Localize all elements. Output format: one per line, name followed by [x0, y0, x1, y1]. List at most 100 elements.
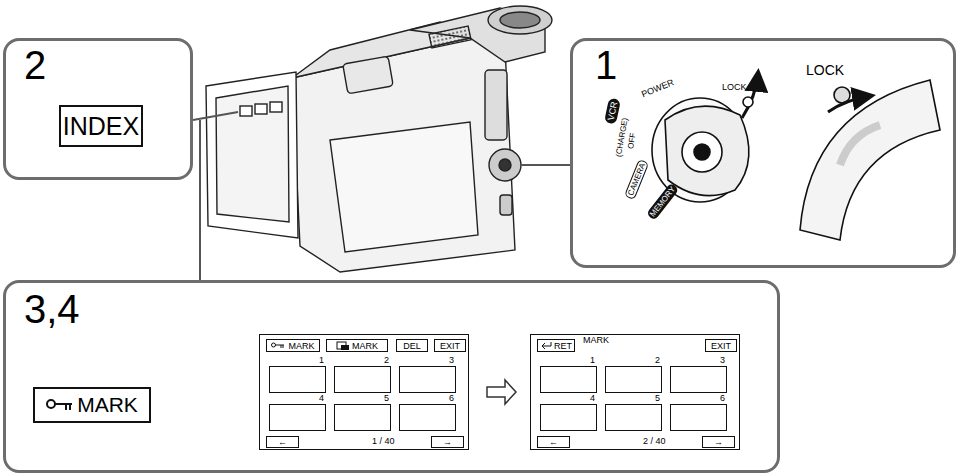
thumbnail: 2: [334, 366, 391, 393]
leader-lines: [193, 112, 570, 280]
switch-label: POWER: [640, 77, 675, 99]
node-text: 6: [720, 393, 725, 403]
leader-line: [521, 164, 570, 166]
node-text: 4: [319, 393, 324, 403]
node-text: 1: [590, 355, 595, 365]
thumbnail: 3: [670, 366, 727, 393]
thumbnail: 2: [605, 366, 662, 393]
thumbnail: 6: [670, 404, 727, 431]
leader-line: [193, 112, 238, 120]
screen-button: RET: [537, 339, 575, 352]
thumbnail: 4: [269, 404, 326, 431]
lock-slot: [840, 125, 880, 165]
node-text: 6: [449, 393, 454, 403]
switch-position: OFF: [626, 132, 638, 149]
node-text: 3,4: [24, 287, 80, 332]
cassette-door: [330, 122, 478, 252]
mark-button: MARK: [33, 387, 151, 423]
thumbnail: 4: [540, 404, 597, 431]
node-text: 2: [384, 355, 389, 365]
node-text: EXIT: [440, 341, 460, 351]
screen-button: MARK: [266, 339, 320, 352]
callout-box: 3,4MARK1 / 40MARKMARKDELEXIT123456←→2 / …: [3, 280, 780, 473]
node-text: 2 / 40: [643, 436, 666, 446]
icon: [540, 341, 554, 350]
screen-button: EXIT: [434, 339, 466, 352]
arrow-button: →: [702, 436, 735, 448]
lens-barrel: [410, 8, 545, 62]
switch-button-dot: [694, 144, 710, 160]
print-icon: [336, 341, 350, 351]
thumbnail: 3: [399, 366, 456, 393]
lens-glass: [500, 12, 540, 28]
lock-arrow: [828, 96, 870, 112]
node-text: 3: [449, 355, 454, 365]
node-text: 1 / 40: [372, 436, 395, 446]
thumbnail: 1: [540, 366, 597, 393]
node-text: DEL: [403, 341, 421, 351]
node-text: 1: [319, 355, 324, 365]
screen-button: DEL: [396, 339, 428, 352]
node-text: 1: [595, 43, 617, 88]
switch-position: VCR: [604, 98, 621, 125]
lcd-button: [240, 106, 252, 116]
camcorder: [206, 6, 552, 272]
return-icon: [540, 341, 552, 350]
node-text: ←: [549, 437, 558, 447]
node-text: MARK: [77, 393, 138, 417]
return-arrow: [542, 342, 551, 349]
microphone: [429, 26, 471, 48]
lens-front: [488, 6, 552, 34]
switch-position: CAMERA: [624, 159, 649, 200]
power-dial: [489, 149, 521, 181]
arrow-button: ←: [266, 436, 299, 448]
lcd-screen: [216, 86, 289, 222]
switch-label: LOCK: [722, 82, 747, 92]
thumbnail: 5: [605, 404, 662, 431]
node-text: MARK: [288, 341, 314, 351]
screen-button: EXIT: [705, 339, 737, 352]
switch-button: [682, 132, 722, 172]
index-button: INDEX: [59, 105, 143, 147]
rotate-arrow: [742, 74, 758, 118]
lcd-panel: [206, 72, 298, 238]
node-text: MARK: [352, 341, 378, 351]
screen-button: MARK: [326, 339, 388, 352]
arrow-button: →: [431, 436, 464, 448]
icon: [271, 342, 288, 349]
node-text: ←: [278, 437, 287, 447]
lcd-screen: 1 / 40MARKMARKDELEXIT123456←→: [259, 334, 469, 450]
key-icon: [46, 398, 74, 412]
thumbnail: 6: [399, 404, 456, 431]
lock-detail-body: [800, 80, 940, 240]
icon: [46, 398, 77, 412]
node-text: RET: [554, 341, 572, 351]
callout-box: 1: [570, 38, 956, 268]
node-text: 2: [24, 43, 46, 88]
viewfinder: [343, 56, 394, 94]
key-ring: [272, 343, 276, 347]
lock-knob: [743, 97, 753, 107]
screen-title: MARK: [583, 335, 609, 345]
node-text: →: [714, 437, 723, 447]
battery: [485, 70, 507, 140]
camera-body: [292, 38, 515, 272]
key-ring: [47, 400, 55, 408]
key-shaft: [276, 345, 285, 348]
key-icon: [271, 342, 285, 349]
arrow-button: ←: [537, 436, 570, 448]
node-text: 5: [384, 393, 389, 403]
key-shaft: [55, 404, 72, 410]
thumbnail: 1: [269, 366, 326, 393]
node-text: →: [443, 437, 452, 447]
node-text: 5: [655, 393, 660, 403]
power-dial-center: [499, 159, 511, 171]
callout-box: 2INDEX: [3, 38, 193, 180]
print-shape: [341, 345, 349, 350]
node-text: EXIT: [711, 341, 731, 351]
node-text: 2: [655, 355, 660, 365]
lcd-button: [255, 104, 267, 114]
leader-line: [199, 120, 201, 280]
node-text: INDEX: [63, 112, 139, 141]
